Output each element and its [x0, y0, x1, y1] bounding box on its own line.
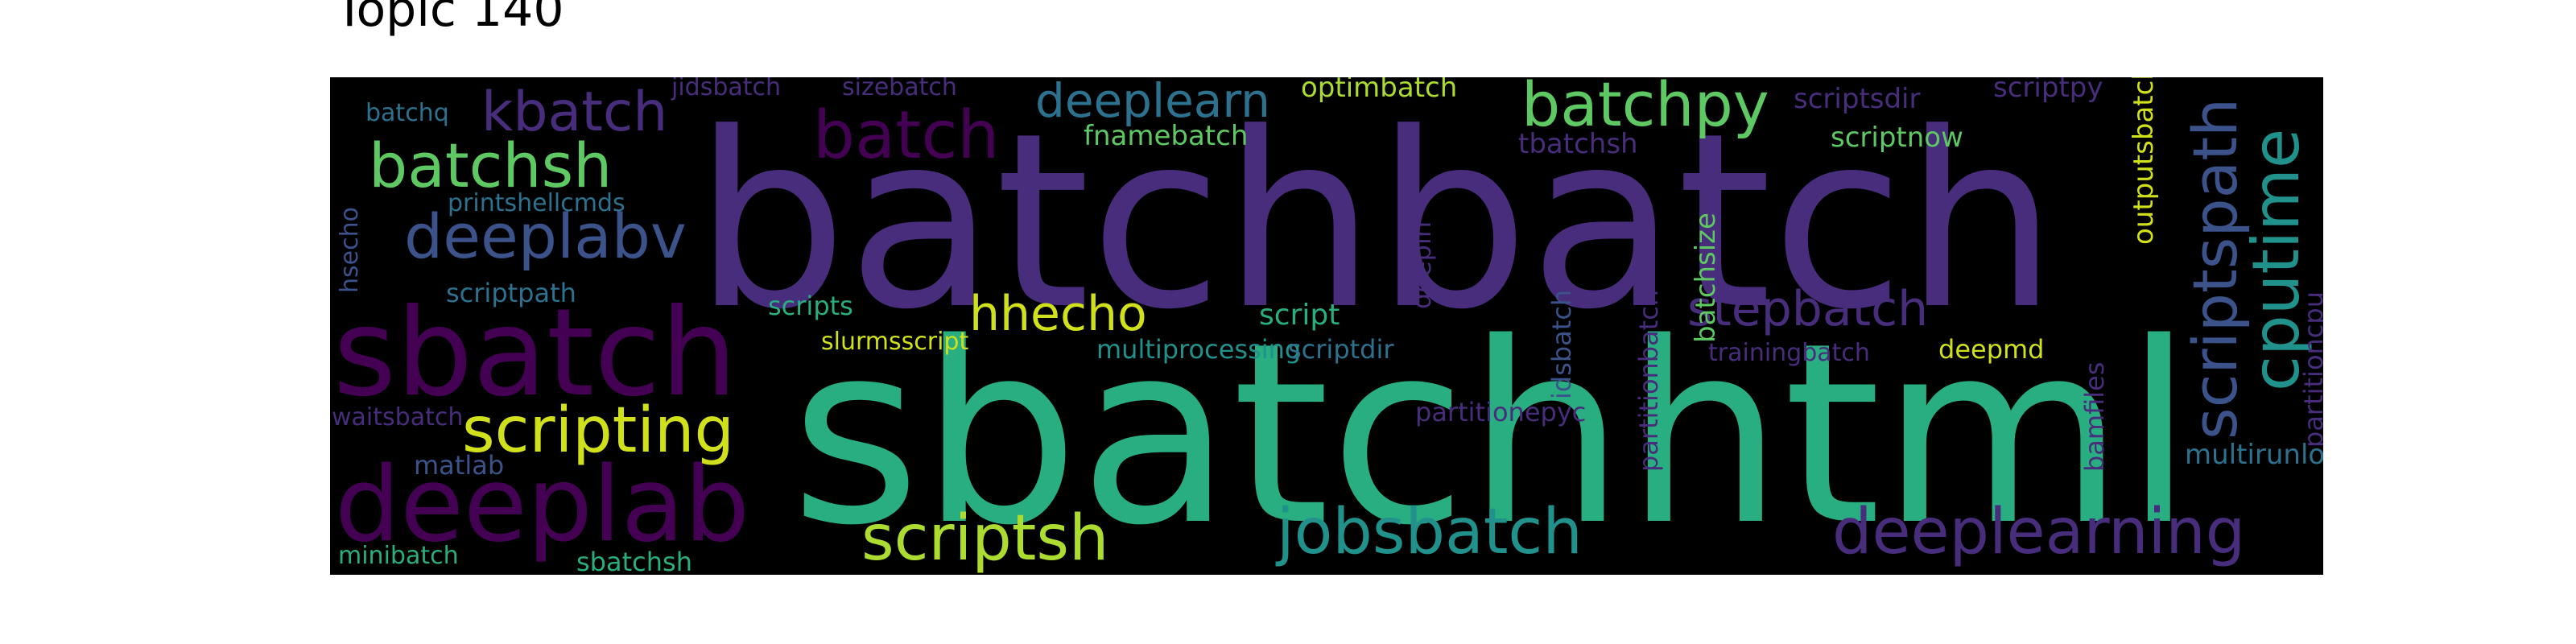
word-partitionepyc: scriptdir [1288, 334, 1394, 365]
word-partitioncpu: minibatch [338, 542, 459, 570]
word-idsbatch: matlab [414, 450, 505, 481]
word-outputsbatch: deeplearning [1832, 496, 2246, 568]
word-deeplab: deeplab [335, 445, 750, 565]
word-stepbatch: hhecho [969, 286, 1147, 342]
word-optimbatch: optimbatch [1301, 77, 1458, 104]
word-batch: batch [813, 97, 1000, 174]
word-sbatchsh: scripting [462, 394, 734, 467]
word-scripts: sizebatch [842, 77, 957, 101]
word-deepin: waitsbatch [332, 403, 464, 431]
word-kbatch: kbatch [481, 80, 668, 144]
word-bamfiles: sbatchsh [576, 547, 692, 575]
word-jobsbatch: deepin [1406, 221, 1437, 309]
word-scriptspath: bamfiles [2079, 361, 2110, 473]
word-jidsbatch: outputsbatch [2128, 77, 2160, 245]
word-scriptsh: deepmd [1938, 334, 2045, 365]
word-trainingbatch: script [1259, 299, 1340, 332]
word-scriptsdir: scriptsdir [1794, 83, 1921, 115]
word-partitionbatch: jobsbatch [1277, 496, 1583, 568]
word-script: printshellcmds [448, 189, 625, 217]
word-sbatchhtml: sbatchhtml [791, 290, 2194, 575]
word-fnamebatch: fnamebatch [1084, 120, 1249, 152]
word-matlab: trainingbatch [1708, 339, 1870, 367]
word-waitsbatch: stepbatch [1687, 281, 1929, 337]
word-deeplearning: idsbatch [1546, 289, 1577, 399]
word-hhecho: batchq [365, 99, 449, 127]
word-sizebatch: scriptspath [2179, 97, 2251, 440]
word-tbatchsh: tbatchsh [1518, 128, 1638, 160]
figure-title: Topic 140 [335, 0, 564, 38]
word-batchpy: batchpy [1521, 77, 1769, 140]
word-batchsize: scriptsh [861, 502, 1109, 575]
word-deeplearn: deeplearn [1035, 77, 1270, 128]
word-scriptnow: scriptnow [1831, 122, 1963, 154]
word-minibatch: partitionbatch [1633, 289, 1664, 472]
word-deeplabv: deeplabv [404, 200, 687, 272]
word-batchbatch: batchbatch [694, 81, 2058, 362]
word-slurmsscript: hsecho [336, 207, 364, 293]
word-printshellcmds: partitioncpu [2298, 291, 2323, 448]
word-sbatch: sbatch [333, 283, 737, 423]
word-hsecho: partitionepyc [1415, 397, 1587, 427]
word-scriptpy: scriptpy [1993, 77, 2103, 104]
word-scriptpath: jidsbatch [671, 77, 782, 101]
word-scriptdir: scripts [768, 291, 853, 321]
word-multirunlog: batchsize [1690, 213, 1722, 343]
word-cloud: batchbatch sbatchhtml sbatch deeplab bat… [330, 77, 2323, 575]
word-cputime: multirunlog [2185, 439, 2323, 471]
word-deepmd: slurmsscript [821, 328, 969, 356]
word-scripting: multiprocessing [1096, 334, 1302, 365]
word-multiprocessing: scriptpath [446, 278, 576, 308]
word-batchsh: batchsh [369, 130, 613, 201]
